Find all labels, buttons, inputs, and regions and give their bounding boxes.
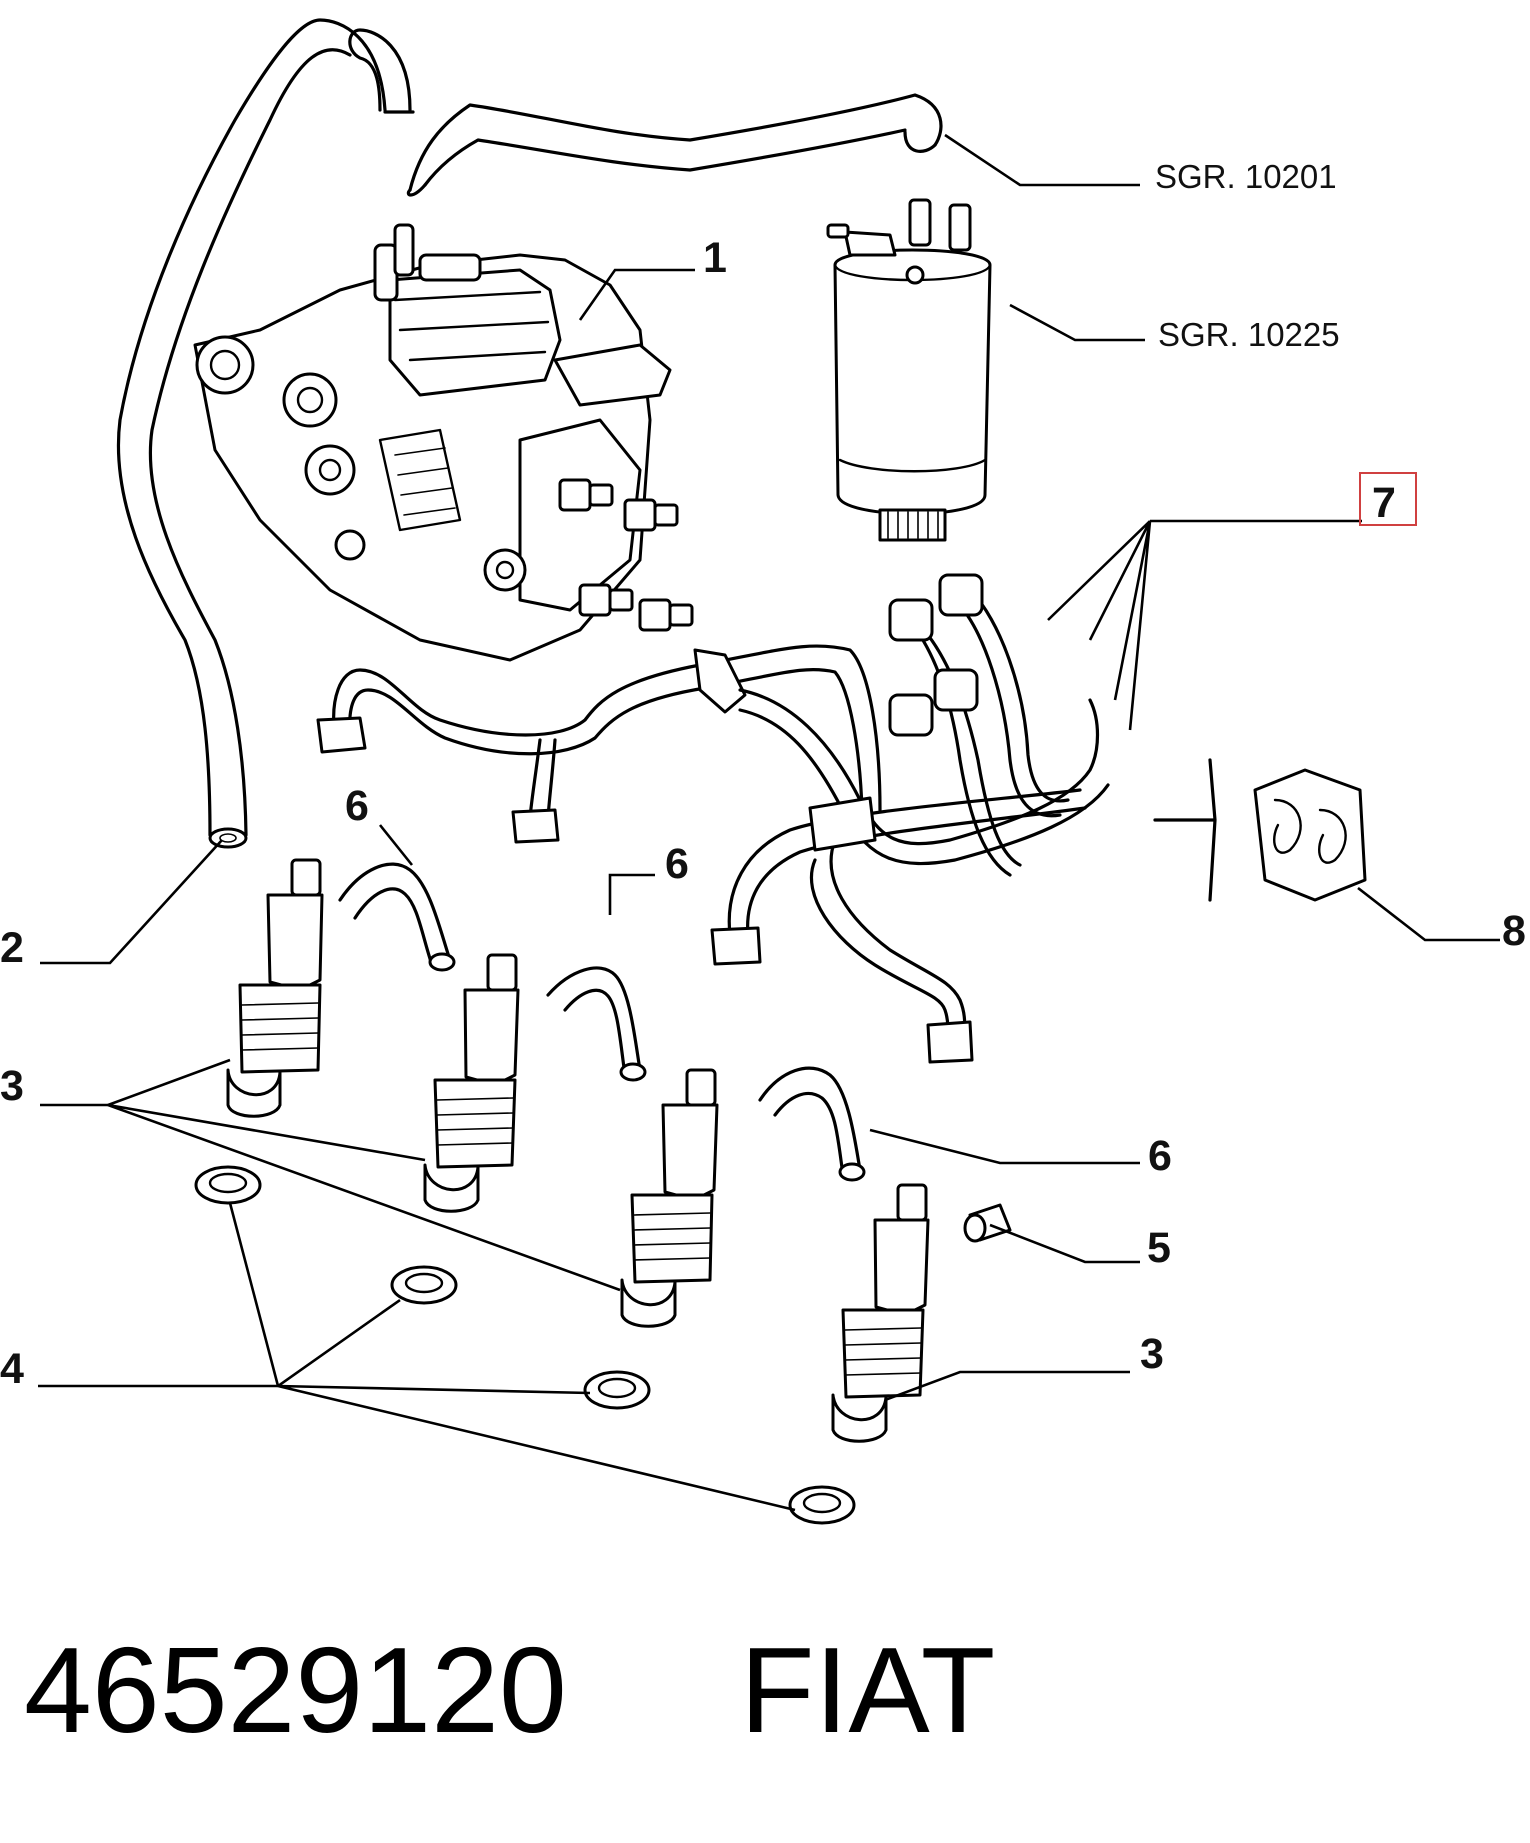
fuel-filter-sgr-10225: [826, 198, 992, 542]
callout-2: 2: [0, 924, 24, 972]
sgr-10201-label: SGR. 10201: [1155, 158, 1337, 195]
brand: FIAT: [740, 1622, 995, 1758]
pump-outlet-fittings: [558, 478, 694, 632]
injector-2: [423, 953, 520, 1213]
callout-7: 7: [1372, 479, 1396, 527]
sgr-10225-label: SGR. 10225: [1158, 316, 1340, 353]
callout-5: 5: [1147, 1224, 1171, 1272]
injector-4: [831, 1183, 930, 1443]
callout-6-c: 6: [1148, 1132, 1172, 1180]
callout-6-b: 6: [665, 840, 689, 888]
callout-6-a: 6: [345, 782, 369, 830]
part-8-clip: [1153, 758, 1367, 902]
part-1-injection-pump: [193, 223, 694, 662]
injector-3: [620, 1068, 719, 1328]
callout-1: 1: [703, 234, 727, 282]
part-7-injection-pipes: [316, 573, 1110, 1064]
part-5-cap: [963, 1203, 1012, 1243]
callout-3-left: 3: [0, 1062, 24, 1110]
part-2-return-hose: [116, 18, 415, 849]
callout-4: 4: [0, 1345, 24, 1393]
footer: 46529120 FIAT: [24, 1622, 995, 1758]
callout-labels: 1 2 3 3 4 5 6 6 6 7 8 SGR. 10201 SGR. 10…: [0, 158, 1526, 1393]
injector-1: [226, 858, 324, 1118]
callout-3-right: 3: [1140, 1330, 1164, 1378]
hose-sgr-10201: [406, 93, 943, 197]
part-number: 46529120: [24, 1622, 567, 1758]
callout-8: 8: [1502, 907, 1526, 955]
callout-7-highlight-box: [1359, 472, 1417, 526]
part-3-injectors: [226, 858, 930, 1443]
part-4-washers: [194, 1165, 856, 1525]
part-6-leakoff-hoses: [338, 862, 866, 1182]
leader-lines: [38, 133, 1500, 1512]
